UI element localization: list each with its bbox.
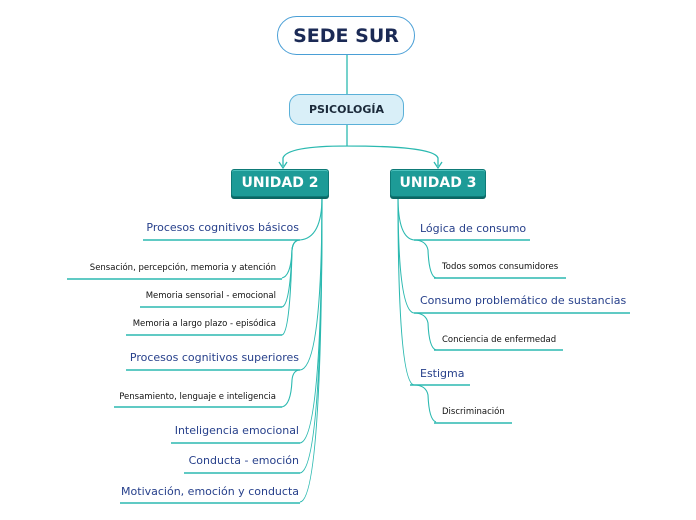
connector-main-units: [282, 125, 439, 166]
topic-procesos-cognitivos-basicos[interactable]: Procesos cognitivos básicos: [146, 221, 299, 234]
topic-motivacion-emocion-conducta[interactable]: Motivación, emoción y conducta: [121, 485, 299, 498]
subtopic-sensacion-percepcion[interactable]: Sensación, percepción, memoria y atenció…: [89, 263, 276, 273]
topic-inteligencia-emocional[interactable]: Inteligencia emocional: [174, 424, 299, 437]
subtopic-pensamiento-lenguaje[interactable]: Pensamiento, lenguaje e inteligencia: [119, 392, 276, 402]
topic-estigma[interactable]: Estigma: [420, 367, 465, 380]
subtopic-discriminacion[interactable]: Discriminación: [442, 407, 505, 417]
subtopic-conciencia-de-enfermedad[interactable]: Conciencia de enfermedad: [442, 335, 557, 345]
unit-2-node[interactable]: UNIDAD 2: [231, 169, 329, 197]
topic-conducta-emocion[interactable]: Conducta - emoción: [188, 454, 299, 467]
unit-3-node[interactable]: UNIDAD 3: [390, 169, 486, 197]
topic-consumo-problematico[interactable]: Consumo problemático de sustancias: [420, 294, 627, 307]
subtopic-todos-somos-consumidores[interactable]: Todos somos consumidores: [442, 262, 559, 272]
unit-2-label: UNIDAD 2: [241, 175, 319, 191]
arrow-unit2: [278, 161, 288, 170]
subtopic-memoria-sensorial[interactable]: Memoria sensorial - emocional: [145, 291, 276, 301]
arrow-unit3: [433, 161, 443, 170]
unit-3-label: UNIDAD 3: [399, 175, 477, 191]
topic-logica-de-consumo[interactable]: Lógica de consumo: [420, 222, 527, 235]
subtopic-memoria-largo-plazo[interactable]: Memoria a largo plazo - episódica: [132, 319, 276, 329]
main-topic-node[interactable]: PSICOLOGÍA: [289, 94, 404, 125]
main-topic-label: PSICOLOGÍA: [308, 103, 385, 116]
root-node[interactable]: SEDE SUR: [277, 16, 415, 55]
root-label: SEDE SUR: [293, 24, 399, 47]
topic-procesos-cognitivos-superiores[interactable]: Procesos cognitivos superiores: [129, 351, 299, 364]
